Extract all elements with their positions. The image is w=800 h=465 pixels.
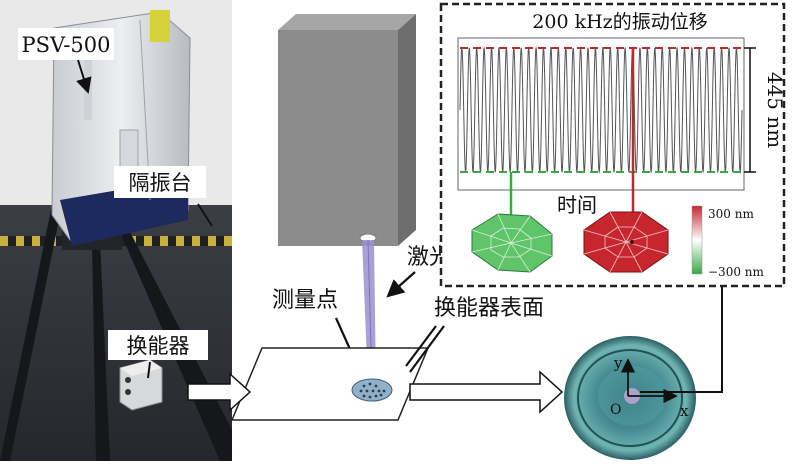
time-axis-label: 时间 [557,193,597,217]
label-transducer-surface: 换能器表面 [434,296,544,321]
arrow-transducer [147,361,151,379]
connector-to-inset [640,282,723,393]
red-mode-shape [583,211,669,273]
green-mode-shape [471,213,553,273]
label-psv-500: PSV-500 [22,33,111,57]
axis-origin-label: O [610,402,621,418]
label-isolation-table: 隔振台 [129,171,192,195]
label-box-instrument [18,28,114,60]
inset-title: 200 kHz的振动位移 [532,11,707,33]
laser-head [278,14,416,246]
arrow-psv-500 [76,59,92,94]
colorbar-min: −300 nm [708,265,765,279]
target-holes [359,382,386,399]
tripod-leg-left [0,185,66,461]
block-arrow-left [187,372,252,412]
label-box-transducer [108,330,208,360]
axis-x-label: x [680,402,689,420]
colorbar-max: 300 nm [708,207,754,221]
vibration-waveform [459,46,743,174]
leader-surface-2 [409,325,445,373]
arrow-isolation-table [197,203,213,227]
inset-panel: 200 kHz的振动位移 445 nm 时间 [439,2,787,288]
tripod-leg-center [92,240,110,461]
amplitude-label: 445 nm [763,72,787,148]
warning-label [150,10,170,42]
sample-plane [230,347,430,421]
block-arrow-right [409,370,564,414]
leader-surface-1 [405,325,437,367]
setup-photo: PSV-500 隔振台 换能器 [0,0,232,461]
label-measure-point: 测量点 [272,288,338,313]
transducer-device [119,359,163,411]
transducer-target [351,378,393,402]
arrow-laser [386,271,416,298]
axis-y-label: y [613,354,623,372]
waveform-line [459,46,743,174]
label-transducer: 换能器 [127,334,190,358]
transducer-surface-disc [564,336,696,460]
colorbar [691,205,703,275]
label-box-isolation [114,166,206,198]
